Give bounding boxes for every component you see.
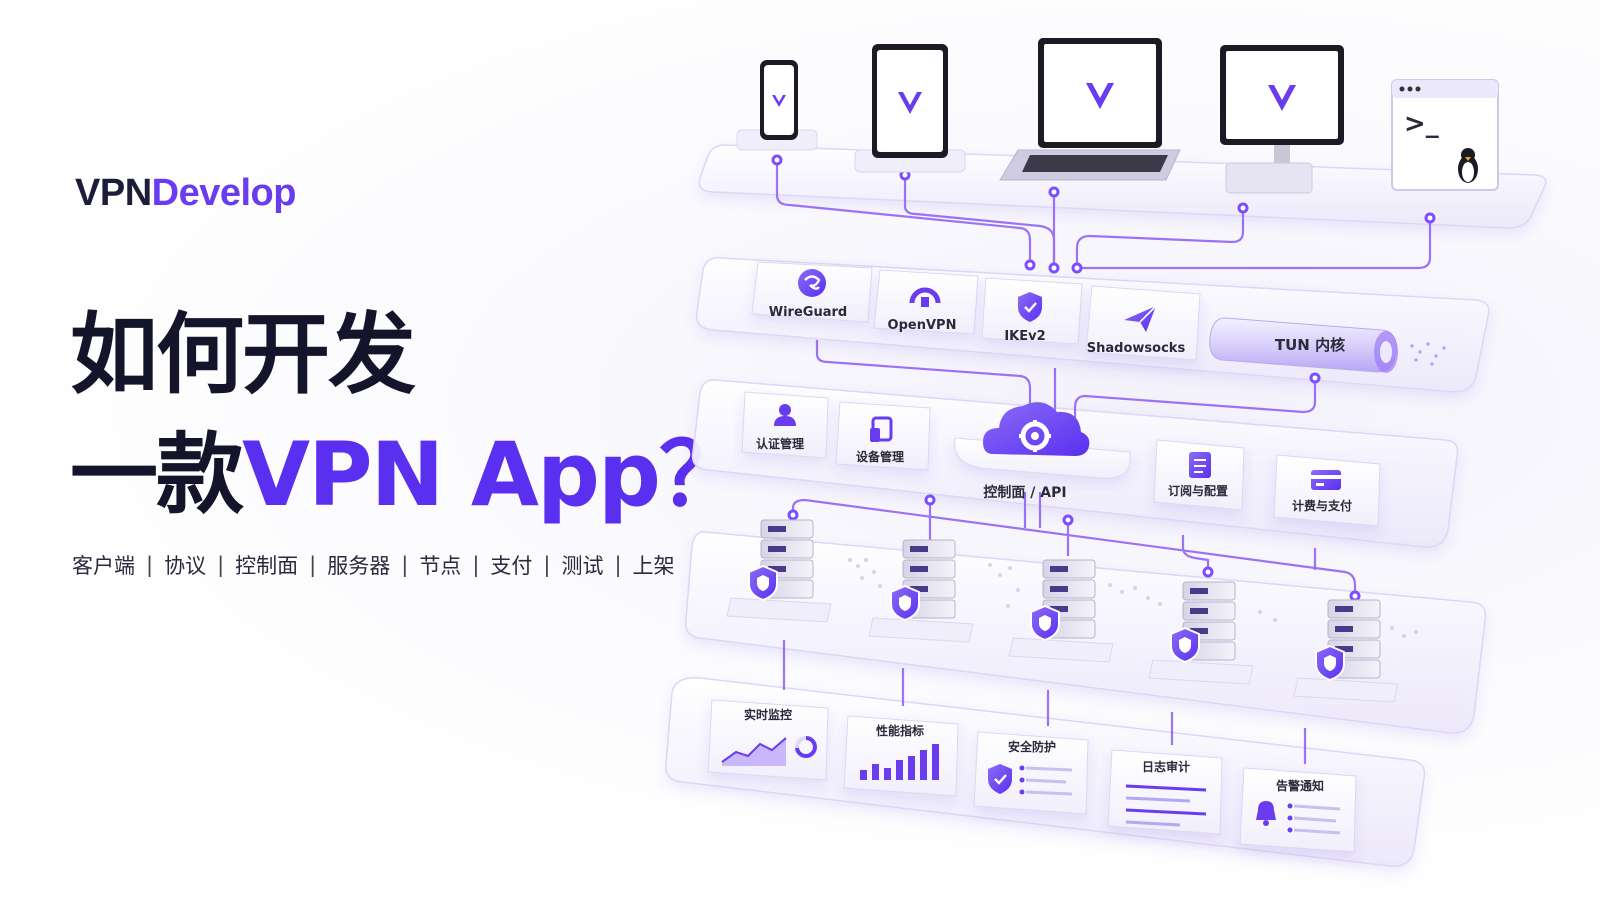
wireguard-icon: [798, 269, 826, 297]
protocol-card-ikev2: IKEv2: [981, 277, 1083, 345]
server-shield-icon: [1315, 644, 1345, 682]
shield-icon: [1018, 292, 1042, 322]
tag-separator: |: [614, 553, 622, 577]
connection-dots: [771, 154, 1436, 602]
device-laptop: [999, 38, 1181, 181]
list-lines: [1025, 766, 1073, 796]
control-label: 计费与支付: [1292, 498, 1352, 513]
server-shield-icon: [1170, 626, 1200, 664]
ops-label: 日志审计: [1142, 759, 1190, 774]
server-shield-icon: [890, 584, 920, 622]
protocol-label: IKEv2: [1004, 329, 1045, 344]
control-label: 认证管理: [756, 436, 804, 451]
server-shield-icon: [1030, 604, 1060, 642]
v-logo-icon: [1086, 83, 1114, 109]
headline-line2-prefix: 一款: [70, 423, 244, 526]
control-card-devices: 设备管理: [835, 401, 931, 471]
device-terminal: >_: [1391, 79, 1499, 191]
headline-line2-accent: VPN App？: [242, 423, 747, 526]
data-particles: [1410, 342, 1446, 366]
server-node: [868, 539, 974, 643]
tag-item: 控制面: [235, 554, 299, 578]
headline-line1: 如何开发: [70, 303, 416, 406]
tag-item: 上架: [632, 554, 675, 578]
server-node: [726, 519, 832, 623]
linux-penguin-icon: [1458, 148, 1478, 183]
tun-label: TUN 内核: [1275, 336, 1345, 354]
control-card-billing: 计费与支付: [1273, 454, 1381, 527]
ops-label: 告警通知: [1276, 778, 1324, 793]
headline-line2: 一款VPN App？: [70, 415, 747, 535]
protocol-card-openvpn: OpenVPN: [873, 269, 979, 335]
tag-item: 服务器: [327, 554, 391, 578]
control-card-auth: 认证管理: [741, 391, 829, 459]
tag-item: 支付: [490, 554, 533, 578]
server-node: [1008, 559, 1114, 663]
log-list-icon: [1125, 784, 1207, 827]
v-logo-icon: [772, 95, 786, 107]
ops-card-monitoring: 实时监控: [707, 699, 829, 781]
device-phone: [736, 60, 818, 151]
monitor-chart-icon: [721, 736, 817, 766]
bell-icon: [1256, 801, 1276, 826]
control-label: 设备管理: [856, 449, 904, 464]
brand-logo: VPNDevelop: [75, 172, 296, 215]
ops-card-metrics: 性能指标: [843, 715, 959, 797]
server-shield-icon: [748, 564, 778, 602]
ops-card-audit: 日志审计: [1107, 749, 1223, 835]
connection-lines: [775, 160, 1432, 764]
devices-icon: [870, 416, 893, 442]
ops-label: 实时监控: [744, 707, 792, 722]
list-lines: [1293, 804, 1341, 835]
user-icon: [774, 404, 796, 426]
headline: 如何开发 一款VPN App？: [70, 295, 747, 535]
control-center-label: 控制面 / API: [983, 484, 1066, 501]
protocol-label: Shadowsocks: [1087, 341, 1186, 356]
server-node: [1148, 581, 1254, 685]
tag-item: 测试: [561, 554, 604, 578]
shield-icon: [988, 764, 1012, 794]
brand-part2: Develop: [151, 172, 297, 214]
v-logo-icon: [898, 92, 922, 114]
brand-part1: VPN: [75, 172, 152, 214]
world-map-dots: [848, 558, 1418, 638]
tag-item: 协议: [164, 554, 207, 578]
cloud-gear-icon: [983, 402, 1090, 456]
bar-chart-icon: [860, 744, 939, 780]
control-label: 订阅与配置: [1168, 483, 1228, 498]
document-icon: [1189, 452, 1211, 478]
protocol-card-wireguard: WireGuard: [751, 261, 873, 323]
ops-label: 安全防护: [1008, 739, 1056, 754]
tag-separator: |: [217, 553, 225, 577]
server-node: [1293, 599, 1399, 703]
topic-tags: 客户端 | 协议 | 控制面 | 服务器 | 节点 | 支付 | 测试 | 上架: [72, 550, 675, 580]
tag-separator: |: [543, 553, 551, 577]
paper-plane-icon: [1124, 305, 1157, 332]
v-logo-icon: [1268, 85, 1296, 111]
openvpn-icon: [909, 287, 941, 307]
protocol-label: WireGuard: [769, 305, 847, 320]
ops-label: 性能指标: [875, 723, 924, 738]
tag-item: 节点: [419, 554, 462, 578]
tag-item: 客户端: [72, 554, 135, 578]
protocol-card-shadowsocks: Shadowsocks: [1085, 285, 1201, 361]
credit-card-icon: [1311, 470, 1341, 490]
device-tablet: [854, 44, 966, 173]
tun-kernel-tube: TUN 内核: [1209, 317, 1446, 373]
terminal-prompt: >_: [1404, 109, 1439, 139]
tag-separator: |: [146, 553, 154, 577]
tag-separator: |: [309, 553, 317, 577]
control-card-subscription: 订阅与配置: [1153, 439, 1245, 511]
tag-separator: |: [401, 553, 409, 577]
control-center-api: 控制面 / API: [954, 402, 1131, 501]
ops-card-alerts: 告警通知: [1239, 767, 1357, 853]
ops-card-security: 安全防护: [973, 731, 1089, 815]
device-desktop: [1220, 45, 1344, 194]
tag-separator: |: [472, 553, 480, 577]
protocol-label: OpenVPN: [888, 318, 957, 333]
